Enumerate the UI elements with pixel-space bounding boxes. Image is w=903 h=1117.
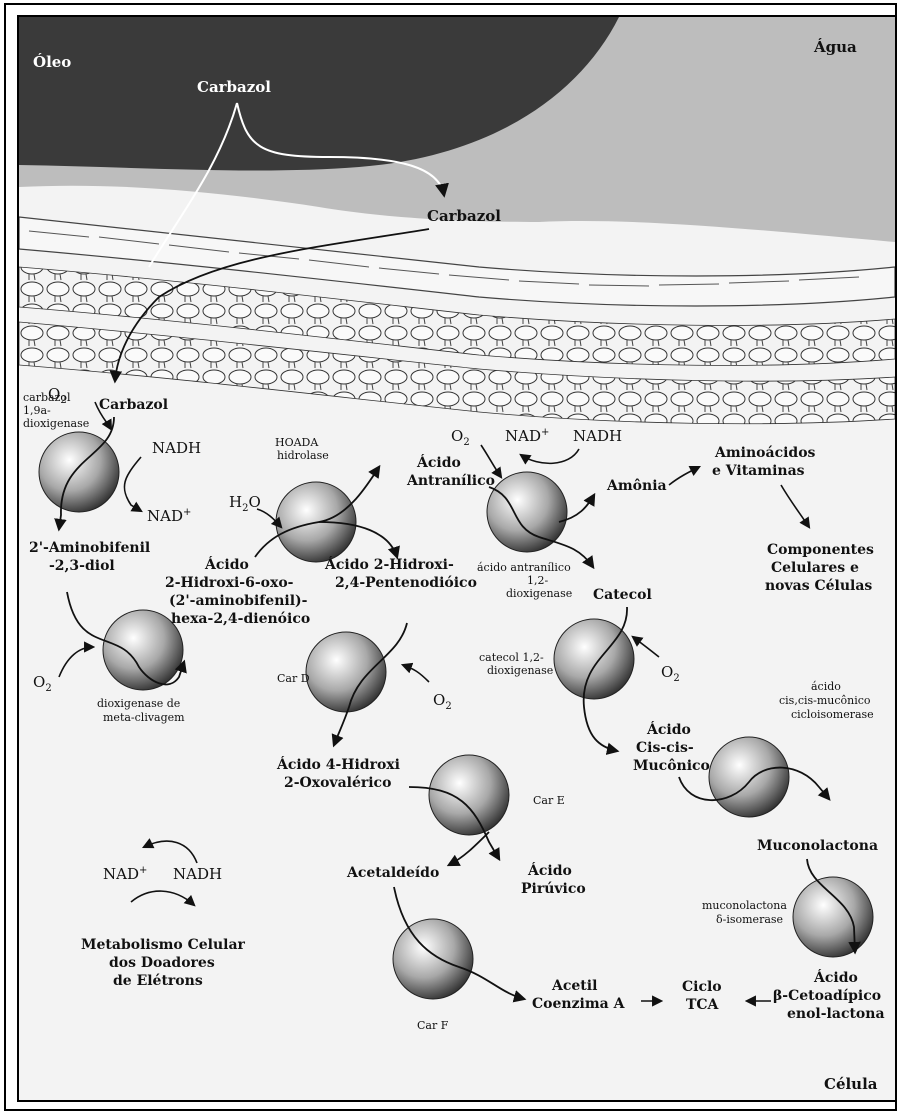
enzyme-mucon-cyclo-2: cis,cis-mucônico	[779, 694, 871, 707]
compound-tca-1: Ciclo	[682, 979, 722, 995]
compound-componentes-1: Componentes	[767, 542, 874, 558]
enzyme-sphere-1	[39, 432, 119, 512]
label-carbazol-oil: Carbazol	[197, 78, 271, 96]
compound-cetoadipico-3: enol-lactona	[787, 1006, 885, 1022]
enzyme-meta-cleavage-2: meta-clivagem	[103, 711, 185, 724]
o2-label-3: O2	[451, 427, 470, 448]
compound-catecol: Catecol	[593, 587, 652, 603]
enzyme-anthranilate-2: 1,2-	[527, 574, 548, 587]
label-carbazol-water: Carbazol	[427, 207, 501, 225]
nadh-label-3: NADH	[173, 865, 222, 883]
enzyme-car-e: Car E	[533, 794, 565, 807]
o2-label-2: O2	[33, 673, 52, 694]
nadh-label-2: NADH	[573, 427, 622, 445]
compound-acetaldeido: Acetaldeído	[346, 865, 439, 881]
arrow-o2-2	[59, 647, 93, 677]
arrow-nad-to-nadh	[131, 891, 194, 905]
compound-antranilico-2: Antranílico	[406, 473, 495, 489]
nad-label-3: NAD+	[103, 865, 147, 883]
enzyme-meta-cleavage-1: dioxigenase de	[97, 697, 180, 710]
compound-pentenodioico-1: Ácido 2-Hidroxi-	[324, 555, 454, 573]
arrow-nadh-2	[521, 449, 579, 463]
arrow-amonia-to-aminoacidos	[669, 467, 699, 485]
enzyme-anthranilate-3: dioxigenase	[506, 587, 572, 600]
compound-muconico-1: Ácido	[646, 720, 691, 738]
arrow-nadh-1	[124, 457, 141, 511]
enzyme-car-f: Car F	[417, 1019, 449, 1032]
compound-oxovalerico-2: 2-Oxovalérico	[284, 775, 391, 791]
compound-muconolactona: Muconolactona	[757, 838, 878, 854]
compound-muconico-2: Cis-cis-	[636, 740, 694, 756]
compound-oxovalerico-1: Ácido 4-Hidroxi	[276, 755, 400, 773]
enzyme-mucon-cyclo-3: cicloisomerase	[791, 708, 874, 721]
enzyme-carbazol-dioxygenase-3: dioxigenase	[23, 417, 89, 430]
compound-aminoacidos-2: e Vitaminas	[712, 463, 805, 479]
enzyme-carbazol-dioxygenase-2: 1,9a-	[23, 404, 51, 417]
compound-cetoadipico-2: β-Cetoadípico	[773, 988, 881, 1004]
enzyme-catechol-1: catecol 1,2-	[479, 651, 544, 664]
arrow-nadh-to-nad	[144, 841, 197, 863]
label-carbazol-cell: Carbazol	[99, 397, 168, 413]
compound-hoda-3: (2'-aminobifenil)-	[169, 593, 308, 609]
arrow-to-acetaldeido	[449, 832, 489, 865]
enzyme-mucon-cyclo-1: ácido	[811, 680, 841, 693]
compound-cetoadipico-1: Ácido	[813, 968, 858, 986]
compound-antranilico-1: Ácido	[416, 453, 461, 471]
enzyme-hoada-2: hidrolase	[277, 449, 329, 462]
compound-muconico-3: Mucônico	[633, 758, 710, 774]
arrow-o2-4	[403, 665, 429, 682]
compound-hoda-2: 2-Hidroxi-6-oxo-	[165, 575, 294, 591]
label-oil: Óleo	[33, 53, 71, 71]
enzyme-catechol-2: dioxigenase	[487, 664, 553, 677]
h2o-label: H2O	[229, 493, 261, 514]
compound-aminoacidos-1: Aminoácidos	[714, 445, 816, 461]
enzyme-anthranilate-1: ácido antranílico	[477, 561, 571, 574]
compound-componentes-3: novas Células	[765, 578, 872, 594]
arrow-o2-5	[633, 637, 659, 657]
o2-label-4: O2	[433, 691, 452, 712]
enzyme-sphere-10	[793, 877, 873, 957]
compound-componentes-2: Celulares e	[771, 560, 859, 576]
enzyme-mucono-iso-2: δ-isomerase	[716, 913, 783, 926]
nad-label-2: NAD+	[505, 427, 549, 445]
o2-label-5: O2	[661, 663, 680, 684]
label-water: Água	[813, 38, 857, 56]
metabolism-1: Metabolismo Celular	[81, 937, 246, 953]
compound-aminobifenil-1: 2'-Aminobifenil	[29, 540, 150, 556]
compound-acetil-coa-2: Coenzima A	[532, 996, 626, 1012]
metabolism-3: de Elétrons	[113, 973, 203, 989]
compound-amonia: Amônia	[606, 478, 667, 494]
enzyme-sphere-7	[393, 919, 473, 999]
enzyme-sphere-4	[487, 472, 567, 552]
enzyme-sphere-9	[709, 737, 789, 817]
enzyme-car-d: Car D	[277, 672, 310, 685]
enzyme-sphere-6	[429, 755, 509, 835]
compound-acetil-coa-1: Acetil	[551, 978, 597, 994]
compound-tca-2: TCA	[686, 997, 720, 1013]
metabolism-2: dos Doadores	[109, 955, 215, 971]
enzyme-carbazol-dioxygenase-1: carbazol	[23, 391, 71, 404]
compound-piruvico-2: Pirúvico	[521, 881, 586, 897]
label-cell: Célula	[824, 1075, 878, 1093]
compound-aminobifenil-2: -2,3-diol	[49, 558, 115, 574]
enzyme-hoada-1: HOADA	[275, 436, 319, 449]
compound-hoda-1: Ácido	[204, 555, 249, 573]
compound-piruvico-1: Ácido	[527, 861, 572, 879]
arrow-to-componentes	[781, 485, 809, 527]
nadh-label-1: NADH	[152, 439, 201, 457]
compound-pentenodioico-2: 2,4-Pentenodióico	[335, 575, 477, 591]
compound-hoda-4: hexa-2,4-dienóico	[171, 611, 310, 627]
nad-label-1: NAD+	[147, 507, 191, 525]
diagram-panel: Óleo Água Célula Carbazol Carbazol O2 Ca…	[17, 15, 897, 1102]
enzyme-mucono-iso-1: muconolactona	[702, 899, 787, 912]
pathway-diagram: Óleo Água Célula Carbazol Carbazol O2 Ca…	[19, 17, 895, 1100]
enzyme-sphere-5	[306, 632, 386, 712]
